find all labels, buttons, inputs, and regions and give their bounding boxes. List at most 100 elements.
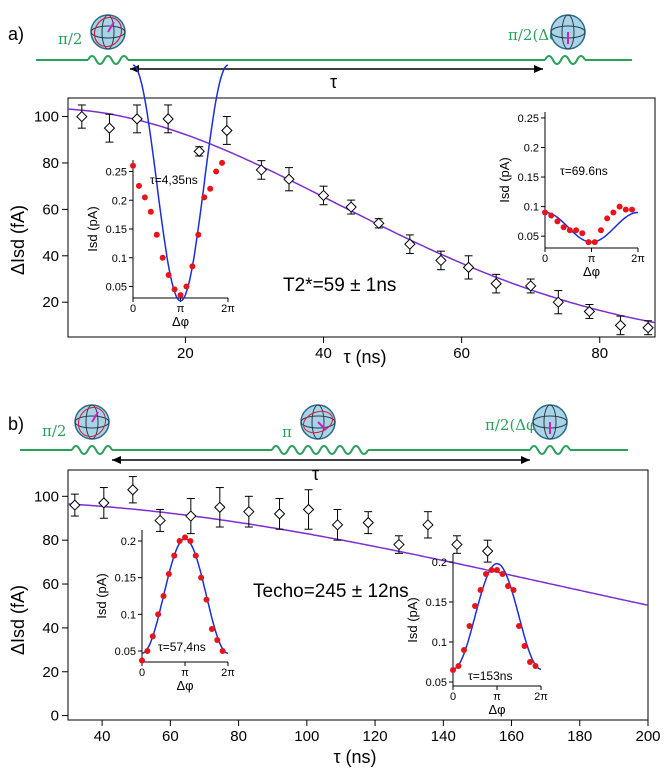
inset-y-label: Isd (pA) — [497, 157, 512, 203]
inset-y-tick-label: 0.25 — [106, 167, 127, 179]
inset-data-point — [171, 286, 178, 293]
inset-data-point — [203, 596, 210, 603]
inset-data-point — [585, 239, 592, 246]
data-point — [76, 110, 88, 123]
inset-y-tick-label: 0.15 — [106, 224, 127, 236]
data-point — [302, 503, 315, 516]
inset-data-point — [176, 538, 183, 544]
inset-data-point — [499, 571, 506, 577]
tau-label: τ — [330, 72, 337, 92]
pulse-wave-2 — [271, 445, 369, 455]
x-tick-label: 80 — [230, 728, 247, 745]
inset-data-point — [189, 263, 196, 270]
inset-annotation: τ=69.6ns — [560, 164, 608, 178]
data-point — [69, 499, 81, 511]
pulse-wave-1 — [87, 55, 129, 65]
inset-x-tick-label: 0 — [139, 667, 145, 679]
pulse-label-pi-half-dphi: π/2(Δφ) — [485, 416, 543, 434]
inset-y-tick-label: 0.05 — [115, 646, 136, 658]
inset-y-tick-label: 0.05 — [106, 282, 127, 294]
inset-data-point — [597, 227, 604, 234]
inset-data-point — [160, 593, 167, 599]
inset-data-point — [610, 209, 617, 216]
data-point — [131, 113, 143, 125]
inset-data-point — [195, 231, 202, 238]
plot-frame — [67, 97, 656, 338]
data-point — [103, 122, 116, 134]
inset-x-tick-label: 2π — [631, 253, 645, 265]
inset-data-point — [579, 230, 586, 237]
panel-b: b) π/2 π π/2(Δφ) — [8, 404, 661, 767]
inset-data-point — [155, 611, 162, 618]
inset-data-point — [219, 648, 226, 654]
x-tick-label: 60 — [453, 345, 470, 362]
panel-a-label: a) — [8, 24, 24, 44]
y-tick-label: 60 — [42, 201, 59, 218]
x-tick-label: 120 — [363, 728, 388, 745]
inset-data-point — [153, 231, 160, 238]
inset-x-tick-label: 2π — [534, 691, 548, 703]
inset-y-tick-label: 0.15 — [426, 597, 447, 609]
inset-x-label: Δφ — [488, 702, 505, 717]
data-point — [243, 505, 255, 518]
bloch-sphere-icon — [550, 14, 586, 50]
inset-data-point — [515, 623, 522, 629]
inset-y-tick-label: 0.15 — [115, 573, 136, 585]
data-point — [642, 322, 654, 334]
data-point — [154, 514, 166, 527]
data-point — [462, 261, 475, 274]
inset-data-point — [548, 212, 555, 219]
inset-data-point — [510, 587, 517, 593]
arrow-head-icon — [521, 456, 530, 464]
inset-data-point — [616, 203, 623, 210]
inset-data-point — [542, 209, 548, 216]
inset-fit-curve — [545, 211, 638, 243]
data-point — [98, 497, 110, 509]
pulse-wave-2 — [544, 55, 586, 65]
panel-a: a) π/2 π/2(Δφ) — [8, 14, 656, 367]
inset-data-point — [141, 194, 148, 201]
y-tick-label: 40 — [42, 620, 59, 637]
inset-data-point — [532, 663, 539, 669]
data-point — [451, 538, 463, 551]
pulse-scheme-b: π/2 π π/2(Δφ) — [20, 404, 628, 484]
x-tick-label: 40 — [94, 728, 111, 745]
inset-x-tick-label: π — [177, 303, 185, 315]
inset-y-tick-label: 0.15 — [518, 172, 539, 184]
inset-data-point — [207, 185, 214, 192]
inset-x-tick-label: 0 — [542, 253, 548, 265]
data-point — [255, 164, 268, 176]
data-point — [583, 305, 596, 318]
inset-data-point — [472, 603, 479, 609]
pulse-wave-1 — [71, 445, 113, 455]
y-tick-label: 60 — [42, 576, 59, 593]
data-point — [185, 510, 197, 522]
arrow-head-icon — [130, 65, 139, 73]
inset-y-tick-label: 0.1 — [121, 609, 136, 621]
x-tick-label: 80 — [591, 345, 608, 362]
tau-label: τ — [312, 464, 319, 484]
inset-data-point — [214, 637, 221, 643]
inset-data-point — [187, 538, 194, 544]
data-point — [552, 296, 565, 308]
inset-data-point — [177, 292, 184, 299]
inset-data-point — [165, 571, 172, 577]
y-tick-label: 40 — [42, 248, 59, 265]
inset-data-point — [139, 657, 145, 664]
data-point — [162, 113, 174, 125]
inset-x-tick-label: 0 — [130, 303, 136, 315]
pulse-label-pi: π — [282, 423, 292, 441]
data-point — [373, 217, 385, 230]
inset-data-point — [494, 567, 501, 573]
panel-b-label: b) — [8, 414, 24, 434]
data-point — [214, 501, 226, 513]
y-tick-label: 80 — [42, 155, 59, 172]
data-point — [435, 254, 447, 267]
inset-data-point — [566, 227, 573, 234]
inset-data-point — [165, 272, 172, 278]
inset-y-tick-label: 0.2 — [432, 557, 447, 569]
inset-annotation: τ=57,4ns — [158, 640, 206, 654]
inset-data-point — [219, 159, 226, 166]
inset-data-point — [198, 574, 205, 581]
